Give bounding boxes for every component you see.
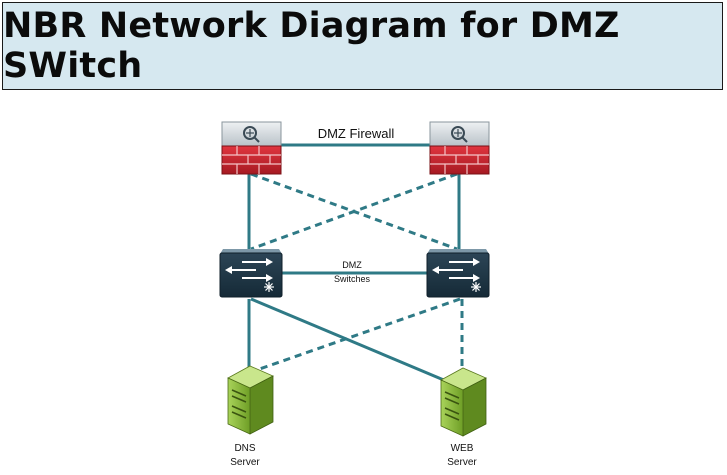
switch-left: [219, 249, 283, 298]
fw-right-to-sw-left-dashed: [250, 172, 458, 251]
switch-front-face: [219, 252, 283, 298]
sw-left-to-web-link: [250, 297, 459, 388]
firewall-brick-panel: [429, 145, 490, 175]
server-type-label: Server: [447, 457, 477, 468]
firewall-top-panel: [221, 121, 282, 147]
server-name-label: DNS: [234, 443, 255, 454]
firewall-label: DMZ Firewall: [318, 126, 395, 141]
drive-bays-icon: [231, 389, 247, 419]
server-front-face: [440, 379, 464, 437]
firewall-brick-panel: [221, 145, 282, 175]
server-front-face: [227, 377, 251, 435]
sw-right-to-dns-dashed: [250, 297, 461, 374]
firewall-left: [221, 121, 282, 175]
server-dns: [227, 365, 274, 435]
switches-label-line2: Switches: [334, 274, 371, 284]
snowflake-icon: [264, 282, 274, 292]
switches-label-line1: DMZ: [342, 260, 362, 270]
arrows-icon: [225, 258, 273, 282]
firewall-top-panel: [429, 121, 490, 147]
title-banner: NBR Network Diagram for DMZ SWitch: [2, 2, 723, 90]
magnifier-icon: [243, 126, 260, 143]
server-web: [440, 367, 487, 437]
switch-right: [426, 249, 490, 298]
snowflake-icon: [471, 282, 481, 292]
switch-front-face: [426, 252, 490, 298]
server-type-label: Server: [230, 457, 260, 468]
drive-bays-icon: [444, 391, 460, 421]
arrows-icon: [432, 258, 480, 282]
links: [247, 143, 464, 388]
diagram-title: NBR Network Diagram for DMZ SWitch: [3, 6, 620, 86]
magnifier-icon: [451, 126, 468, 143]
firewall-right: [429, 121, 490, 175]
server-name-label: WEB: [451, 443, 474, 454]
